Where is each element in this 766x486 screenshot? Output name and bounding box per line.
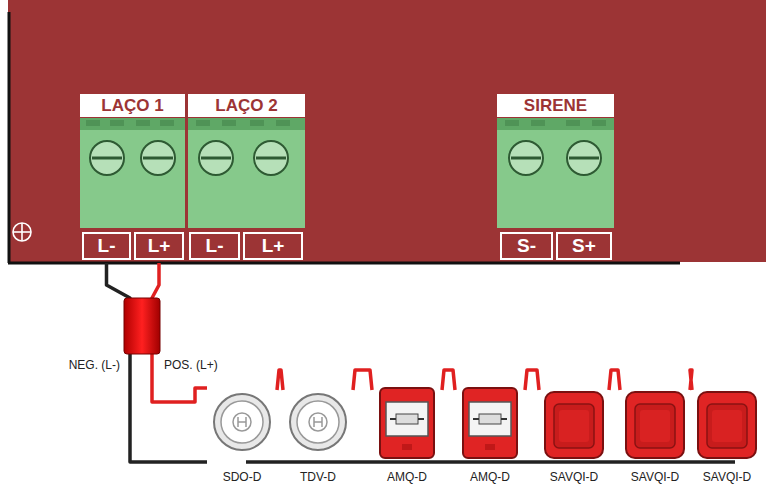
terminal-text: L- <box>206 235 224 257</box>
terminal-text: L+ <box>148 235 171 257</box>
call-point-icon <box>372 380 442 460</box>
device-label: SAVQI-D <box>692 470 762 484</box>
loop-wire <box>609 370 620 390</box>
device: AMQ-D <box>455 376 525 486</box>
terminal-label: L- <box>82 232 131 260</box>
cable-sleeve <box>124 298 160 354</box>
device: SAVQI-D <box>620 376 690 486</box>
device: SDO-D <box>207 376 277 486</box>
terminal-label: S+ <box>556 232 612 260</box>
wire-label: NEG. (L-) <box>69 358 120 372</box>
device-label: SDO-D <box>207 470 277 484</box>
terminal-label: L- <box>189 232 240 260</box>
device: AMQ-D <box>372 376 442 486</box>
device: SAVQI-D <box>539 376 609 486</box>
device-label: AMQ-D <box>455 470 525 484</box>
detector-icon <box>283 380 353 460</box>
terminal-text: LAÇO 2 <box>215 96 277 116</box>
siren-icon <box>539 380 609 460</box>
terminal-heading: LAÇO 1 <box>80 94 185 117</box>
terminal-label: S- <box>500 232 553 260</box>
device-label: SAVQI-D <box>620 470 690 484</box>
device-label: TDV-D <box>283 470 353 484</box>
terminal-text: L+ <box>262 235 285 257</box>
loop-wire <box>690 370 692 390</box>
terminal-text: L- <box>98 235 116 257</box>
device: SAVQI-D <box>692 376 762 486</box>
detector-icon <box>207 380 277 460</box>
terminal-text: S+ <box>572 235 596 257</box>
terminal-heading: SIRENE <box>497 94 614 117</box>
loop-wire <box>525 370 539 390</box>
terminal-text: LAÇO 1 <box>101 96 163 116</box>
device: TDV-D <box>283 376 353 486</box>
terminal-text: SIRENE <box>524 96 587 116</box>
terminal-block <box>80 118 614 228</box>
loop-wire <box>442 370 455 390</box>
panel-edge <box>8 262 680 265</box>
panel-body <box>8 0 766 262</box>
ground-symbol <box>13 223 31 241</box>
loop-wire <box>353 370 372 390</box>
terminal-text: S- <box>517 235 536 257</box>
terminal-label: L+ <box>134 232 184 260</box>
loop-wire <box>277 370 283 390</box>
siren-icon <box>620 380 690 460</box>
wire-label: POS. (L+) <box>164 358 218 372</box>
device-label: AMQ-D <box>372 470 442 484</box>
siren-icon <box>692 380 762 460</box>
panel-edge <box>8 12 11 263</box>
terminal-heading: LAÇO 2 <box>188 94 305 117</box>
terminal-label: L+ <box>243 232 303 260</box>
device-label: SAVQI-D <box>539 470 609 484</box>
call-point-icon <box>455 380 525 460</box>
negative-wire <box>246 460 735 464</box>
